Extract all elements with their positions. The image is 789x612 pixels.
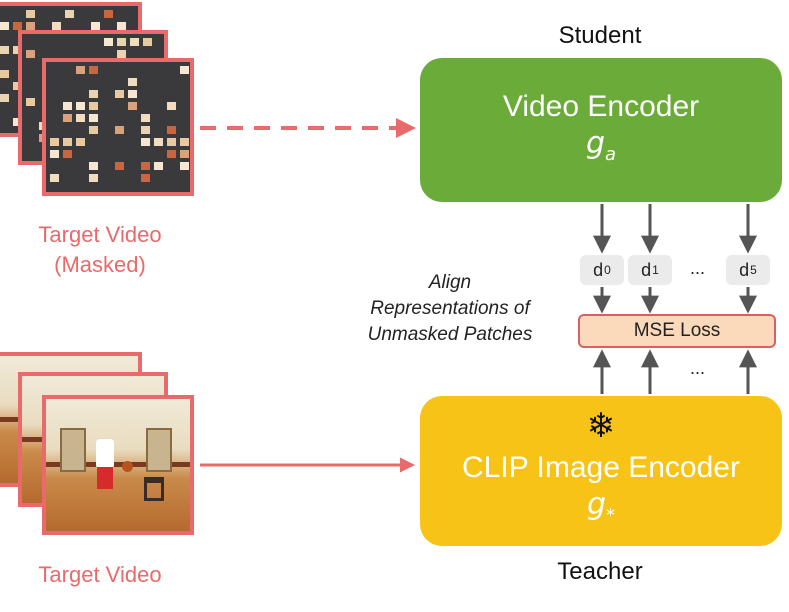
masked-video-caption-line2: (Masked) xyxy=(54,252,146,277)
visible-patch xyxy=(50,174,59,182)
visible-patch xyxy=(180,138,189,146)
visible-patch xyxy=(115,126,124,134)
visible-patch xyxy=(130,38,139,46)
visible-patch xyxy=(76,138,85,146)
visible-patch xyxy=(167,126,176,134)
student-label: Student xyxy=(558,22,642,49)
visible-patch xyxy=(13,118,22,126)
visible-patch xyxy=(128,90,137,98)
visible-patch xyxy=(89,162,98,170)
visible-patch xyxy=(13,46,22,54)
visible-patch xyxy=(91,22,100,30)
visible-patch xyxy=(115,162,124,170)
visible-patch xyxy=(104,38,113,46)
chair xyxy=(144,477,164,501)
visible-patch xyxy=(89,90,98,98)
align-line3: Unmasked Patches xyxy=(367,324,533,345)
visible-patch xyxy=(76,66,85,74)
visible-patch xyxy=(154,138,163,146)
visible-patch xyxy=(141,126,150,134)
visible-patch xyxy=(167,150,176,158)
align-description: Align Representations of Unmasked Patche… xyxy=(345,270,555,348)
visible-patch xyxy=(0,70,9,78)
visible-patch xyxy=(76,114,85,122)
outputs-ellipsis: ... xyxy=(690,258,706,278)
visible-patch xyxy=(13,82,22,90)
video-frame-front xyxy=(42,395,194,535)
teacher-outputs-ellipsis: ... xyxy=(690,358,706,378)
player-figure xyxy=(96,439,114,469)
visible-patch xyxy=(63,102,72,110)
visible-patch xyxy=(50,150,59,158)
visible-patch xyxy=(128,78,137,86)
visible-patch xyxy=(141,162,150,170)
mse-loss-box: MSE Loss xyxy=(578,314,776,348)
align-line2: Representations of xyxy=(370,298,530,319)
masked-video-caption-line1: Target Video xyxy=(38,222,162,247)
visible-patch xyxy=(180,162,189,170)
visible-patch xyxy=(63,150,72,158)
visible-patch xyxy=(65,10,74,18)
visible-patch xyxy=(0,46,9,54)
mse-loss-label: MSE Loss xyxy=(633,320,721,341)
visible-patch xyxy=(141,114,150,122)
visible-patch xyxy=(117,22,126,30)
visible-patch xyxy=(117,38,126,46)
visible-patch xyxy=(76,102,85,110)
visible-patch xyxy=(143,38,152,46)
basketball xyxy=(122,461,133,472)
visible-patch xyxy=(63,138,72,146)
visible-patch xyxy=(167,102,176,110)
visible-patch xyxy=(180,150,189,158)
visible-patch xyxy=(52,22,61,30)
visible-patch xyxy=(141,174,150,182)
target-video-caption: Target Video xyxy=(38,562,162,587)
visible-patch xyxy=(180,66,189,74)
visible-patch xyxy=(50,138,59,146)
visible-patch xyxy=(89,126,98,134)
snowflake-icon: ❄ xyxy=(586,406,616,445)
visible-patch xyxy=(26,10,35,18)
visible-patch xyxy=(104,10,113,18)
video-encoder-name: Video Encoder xyxy=(502,89,700,123)
visible-patch xyxy=(154,162,163,170)
masked-video-caption: Target Video (Masked) xyxy=(10,220,190,280)
visible-patch xyxy=(26,50,35,58)
visible-patch xyxy=(26,22,35,30)
visible-patch xyxy=(26,98,35,106)
masked-frame-front xyxy=(42,58,194,196)
align-line1: Align xyxy=(428,272,472,293)
visible-patch xyxy=(89,114,98,122)
clip-encoder-symbol: g* xyxy=(586,486,616,526)
visible-patch xyxy=(128,102,137,110)
visible-patch xyxy=(167,138,176,146)
visible-patch xyxy=(13,22,22,30)
visible-patch xyxy=(89,174,98,182)
visible-patch xyxy=(115,90,124,98)
visible-patch xyxy=(0,22,9,30)
visible-patch xyxy=(117,50,126,58)
video-encoder-block: Video Encoder ga xyxy=(420,58,782,202)
visible-patch xyxy=(141,138,150,146)
teacher-label: Teacher xyxy=(557,558,643,585)
visible-patch xyxy=(89,102,98,110)
visible-patch xyxy=(89,66,98,74)
visible-patch xyxy=(63,114,72,122)
clip-encoder-block: ❄ CLIP Image Encoder g* xyxy=(420,396,782,546)
clip-encoder-name: CLIP Image Encoder xyxy=(462,450,740,484)
video-encoder-symbol: ga xyxy=(585,125,617,165)
visible-patch xyxy=(0,94,9,102)
